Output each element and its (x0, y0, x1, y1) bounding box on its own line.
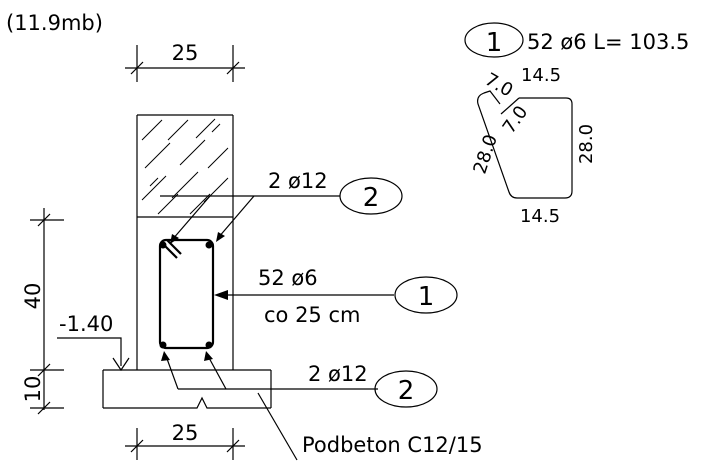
level-label: -1.40 (59, 312, 113, 336)
detail-hook1-label: 7.0 (481, 69, 516, 102)
stirrups-spacing-label: co 25 cm (264, 303, 360, 327)
detail-left-label: 28.0 (470, 132, 502, 177)
marker-bottom-number: 2 (398, 376, 415, 406)
wall-section (136, 114, 234, 370)
bottom-bars-label: 2 ø12 (308, 362, 368, 386)
podbeton-label: Podbeton C12/15 (302, 433, 483, 457)
stirrup-detail: 1 52 ø6 L= 103.5 7.0 7.0 14.5 28.0 28.0 … (464, 22, 689, 227)
leader-bottom-bars: 2 ø12 2 (161, 351, 438, 408)
detail-right-label: 28.0 (576, 124, 597, 164)
leader-top-bars: 2 ø12 2 (160, 169, 403, 244)
leader-stirrups: 52 ø6 co 25 cm 1 (214, 266, 458, 327)
dim-height-beam-label: 40 (21, 283, 45, 310)
dimension-width-bottom: 25 (125, 421, 245, 460)
dim-width-bottom-label: 25 (172, 421, 199, 445)
dim-height-footing-label: 10 (21, 376, 45, 403)
dimension-width-top: 25 (125, 41, 245, 82)
stirrup (158, 238, 215, 350)
dim-width-top-label: 25 (172, 41, 199, 65)
detail-bottom-label: 14.5 (520, 206, 560, 227)
marker-top-number: 2 (363, 183, 380, 213)
stirrup-shape (477, 90, 573, 199)
leader-podbeton: Podbeton C12/15 (257, 392, 483, 461)
detail-hook2-label: 7.0 (499, 102, 533, 138)
detail-spec-label: 52 ø6 L= 103.5 (527, 30, 689, 54)
marker-detail-number: 1 (486, 28, 503, 58)
wall-hatching (141, 118, 229, 215)
rebar-dots (159, 241, 213, 349)
top-bars-label: 2 ø12 (268, 169, 328, 193)
marker-stirrup-number: 1 (418, 282, 435, 312)
stirrups-count-label: 52 ø6 (258, 266, 318, 290)
length-note: (11.9mb) (6, 11, 103, 35)
level-marker: -1.40 (57, 312, 130, 372)
dimension-vertical: 40 10 (21, 208, 64, 415)
detail-top-label: 14.5 (521, 65, 561, 86)
podbeton-slab (102, 369, 272, 409)
